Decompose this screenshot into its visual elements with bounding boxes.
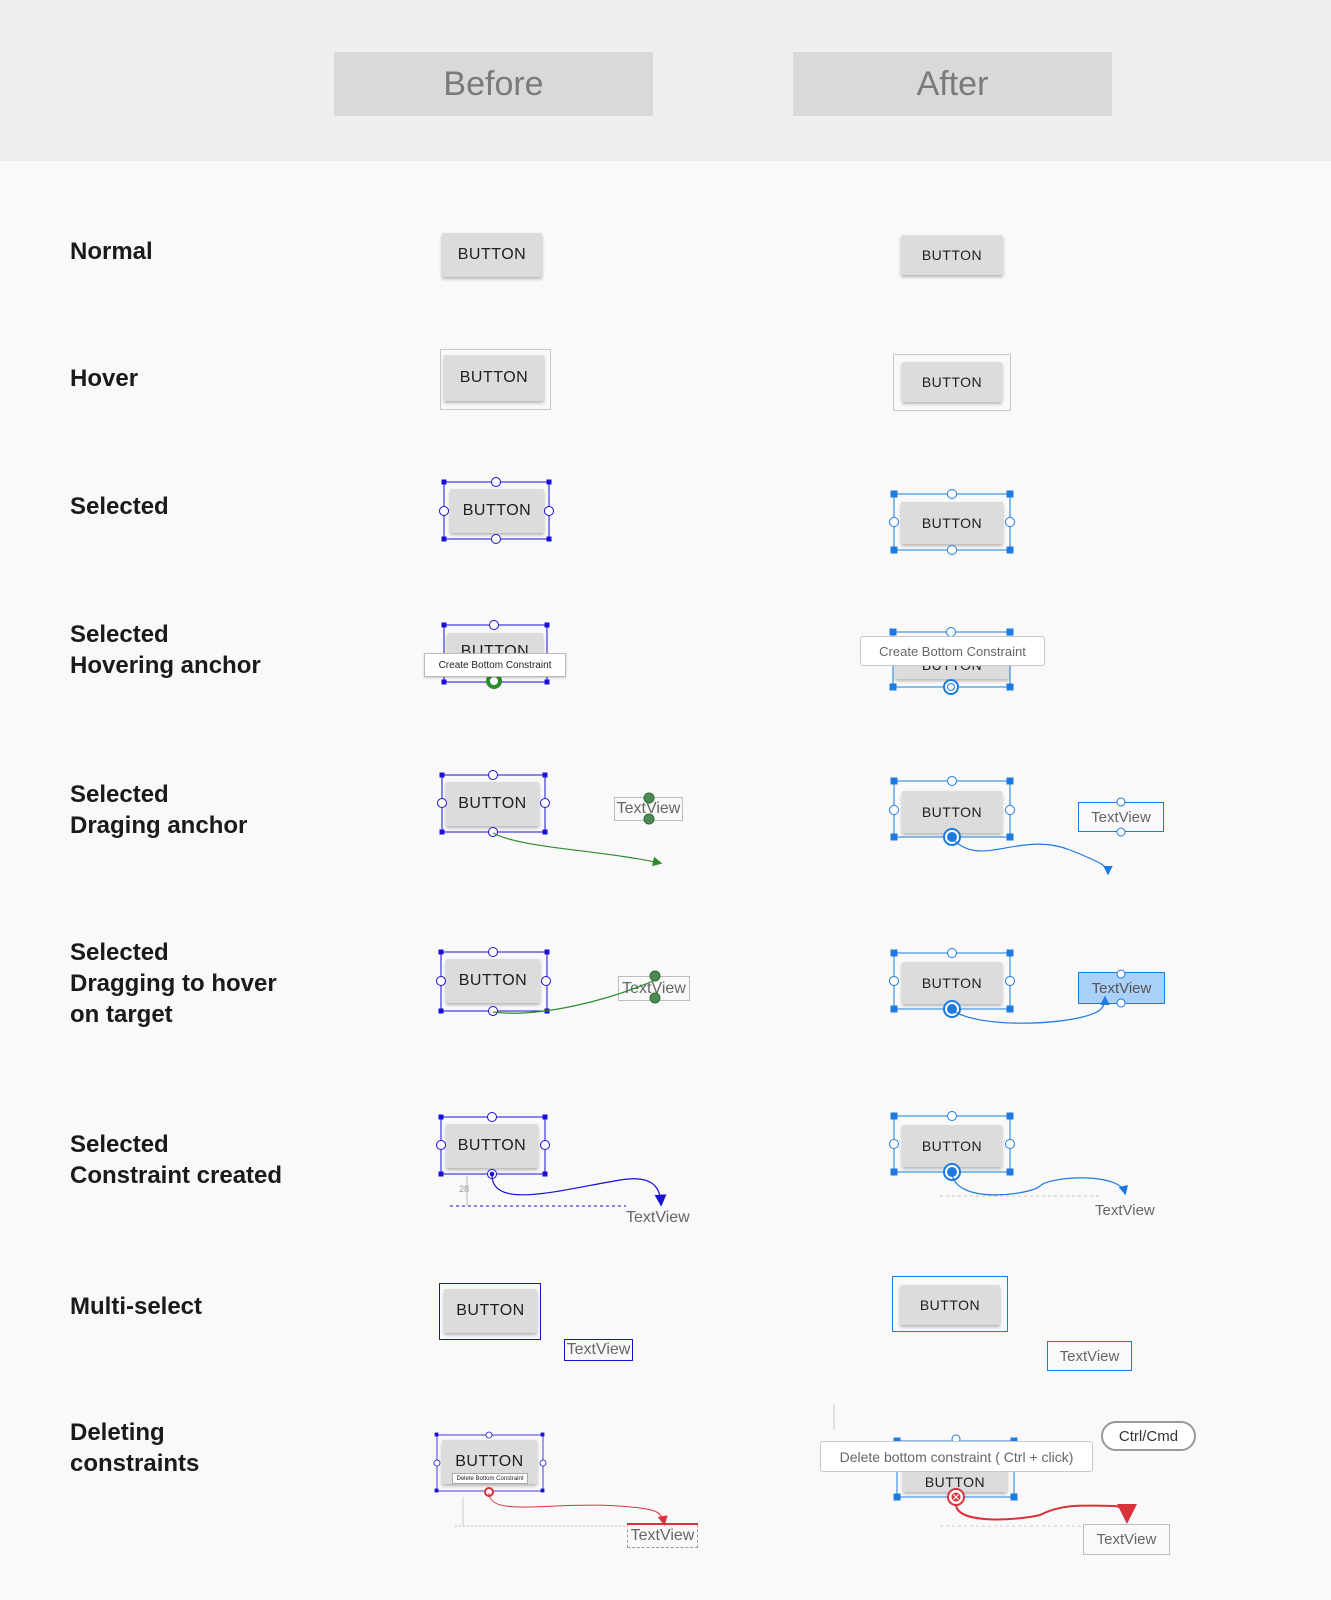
after-multi-button[interactable]: BUTTON [900,1285,1000,1325]
after-target-button[interactable]: BUTTON [902,962,1002,1004]
before-target-textview[interactable]: TextView [618,976,690,1001]
before-created-textview[interactable]: TextView [626,1209,690,1226]
after-hover-frame [893,354,1011,411]
row-label-multi-select: Multi-select [70,1293,203,1320]
before-delete-tooltip: Delete Bottom Constraint [452,1473,528,1484]
before-dragging-button[interactable]: BUTTON [446,782,539,826]
before-margin-value: 28 [459,1184,470,1194]
before-drag-curve [492,832,663,867]
before-normal-button[interactable]: BUTTON [442,233,542,277]
row-label-hover: Hover [70,365,139,392]
before-multi-textview[interactable]: TextView [564,1339,633,1361]
before-created-curve [491,1174,667,1207]
after-created-curve [951,1172,1128,1196]
after-delete-textview[interactable]: TextView [1083,1524,1170,1555]
delete-x-icon [951,1492,961,1502]
column-header-after: After [793,52,1112,116]
before-selected-button[interactable]: BUTTON [450,489,544,533]
before-multi-button[interactable]: BUTTON [444,1289,537,1333]
before-delete-textview[interactable]: TextView [627,1524,698,1548]
row-label-selected: Selected [70,493,169,520]
after-created-button[interactable]: BUTTON [902,1125,1002,1167]
before-hover-frame [440,349,551,410]
before-created-button[interactable]: BUTTON [446,1124,538,1168]
after-multi-frame [892,1276,1008,1332]
before-create-tooltip: Create Bottom Constraint [424,653,566,677]
column-header-before: Before [334,52,653,116]
after-create-tooltip: Create Bottom Constraint [860,636,1045,666]
row-label-normal: Normal [70,238,153,265]
after-created-textview[interactable]: TextView [1095,1202,1155,1219]
after-drag-curve [951,837,1113,876]
before-dragging-textview[interactable]: TextView [614,797,683,821]
after-delete-tooltip: Delete bottom constraint ( Ctrl + click) [820,1441,1093,1472]
before-target-button[interactable]: BUTTON [446,959,540,1003]
after-selected-button[interactable]: BUTTON [901,502,1003,544]
header-bar [0,0,1331,161]
after-normal-button[interactable]: BUTTON [901,235,1003,275]
shortcut-badge: Ctrl/Cmd [1101,1421,1196,1451]
after-multi-textview[interactable]: TextView [1047,1341,1132,1371]
after-hover-button[interactable]: BUTTON [902,362,1002,402]
after-target-textview[interactable]: TextView [1078,972,1165,1004]
after-dragging-button[interactable]: BUTTON [902,791,1002,833]
after-dragging-textview[interactable]: TextView [1078,802,1164,832]
before-delete-curve [488,1492,668,1526]
before-hover-button[interactable]: BUTTON [444,355,544,401]
before-multi-frame [439,1283,541,1340]
after-delete-curve [955,1503,1137,1524]
